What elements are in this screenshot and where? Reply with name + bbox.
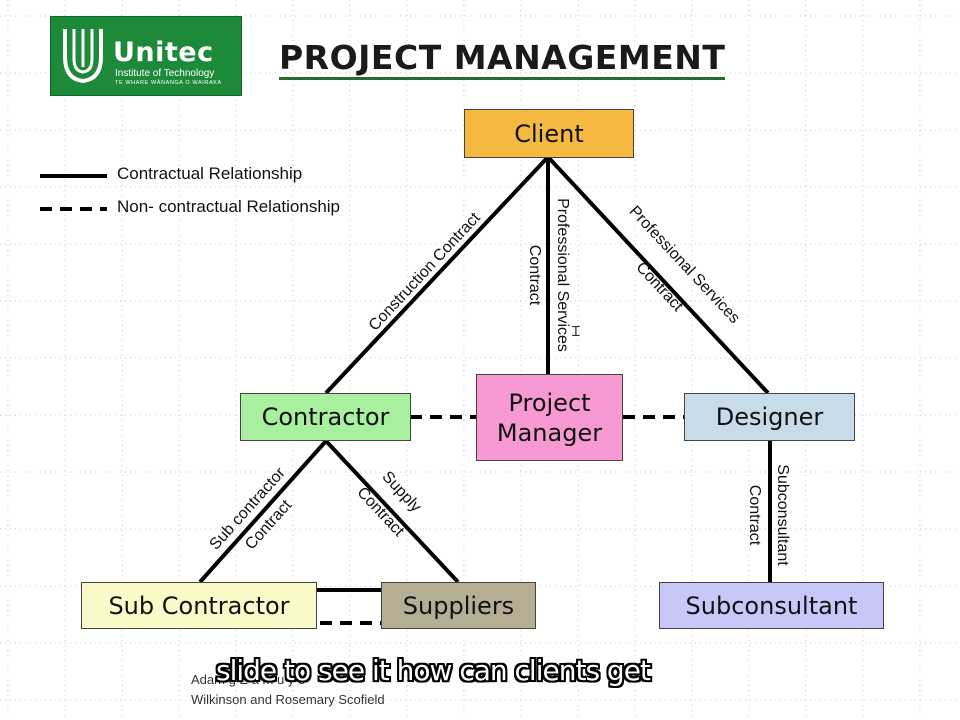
node-project-manager-label-1: Project bbox=[508, 388, 591, 417]
video-caption: slide to see it how can clients get bbox=[216, 654, 651, 687]
unitec-u-emblem-icon bbox=[63, 29, 103, 84]
legend-non-contractual-label: Non- contractual Relationship bbox=[117, 197, 341, 216]
node-project-manager-label-2: Manager bbox=[496, 418, 603, 447]
node-subconsultant: Subconsultant bbox=[659, 582, 884, 629]
node-suppliers: Suppliers bbox=[381, 582, 536, 629]
node-contractor-label: Contractor bbox=[261, 403, 390, 431]
label-subconsultant: Subconsultant bbox=[774, 464, 791, 566]
text-cursor-icon: Ɪ bbox=[572, 323, 580, 339]
edge-client-designer bbox=[546, 155, 770, 395]
edge-client-contractor bbox=[324, 155, 550, 395]
label-construction-contract: Construction Contract bbox=[366, 209, 484, 334]
node-suppliers-label: Suppliers bbox=[402, 591, 515, 620]
label-pm-professional-services: Professional Services bbox=[554, 198, 571, 352]
label-pm-contract: Contract bbox=[526, 245, 543, 306]
reference-line-2: Wilkinson and Rosemary Scofield bbox=[191, 692, 385, 707]
logo-subtitle: Institute of Technology bbox=[115, 68, 215, 79]
logo-maori-name: TE WHARE WĀNANGA O WAIRAKA bbox=[115, 80, 222, 86]
logo-brand-name: Unitec bbox=[113, 37, 214, 68]
edge-contractor-suppliers bbox=[324, 439, 460, 584]
node-client-label: Client bbox=[514, 119, 584, 148]
node-sub-contractor-label: Sub Contractor bbox=[108, 591, 290, 620]
legend-contractual-label: Contractual Relationship bbox=[117, 164, 303, 183]
unitec-logo: Unitec Institute of Technology TE WHARE … bbox=[50, 16, 242, 96]
reference-line-1: Adam g E a m u y e bbox=[191, 672, 306, 687]
node-client: Client bbox=[464, 109, 634, 158]
node-sub-contractor: Sub Contractor bbox=[81, 582, 317, 629]
node-project-manager: Project Manager bbox=[476, 374, 623, 461]
slide-title: PROJECT MANAGEMENT bbox=[279, 39, 726, 80]
node-designer: Designer bbox=[684, 393, 855, 441]
edge-contractor-subcontractor bbox=[198, 439, 328, 584]
label-subconsultant-contract: Contract bbox=[746, 485, 763, 546]
node-designer-label: Designer bbox=[715, 403, 824, 431]
node-contractor: Contractor bbox=[240, 393, 411, 441]
node-subconsultant-label: Subconsultant bbox=[685, 591, 858, 620]
